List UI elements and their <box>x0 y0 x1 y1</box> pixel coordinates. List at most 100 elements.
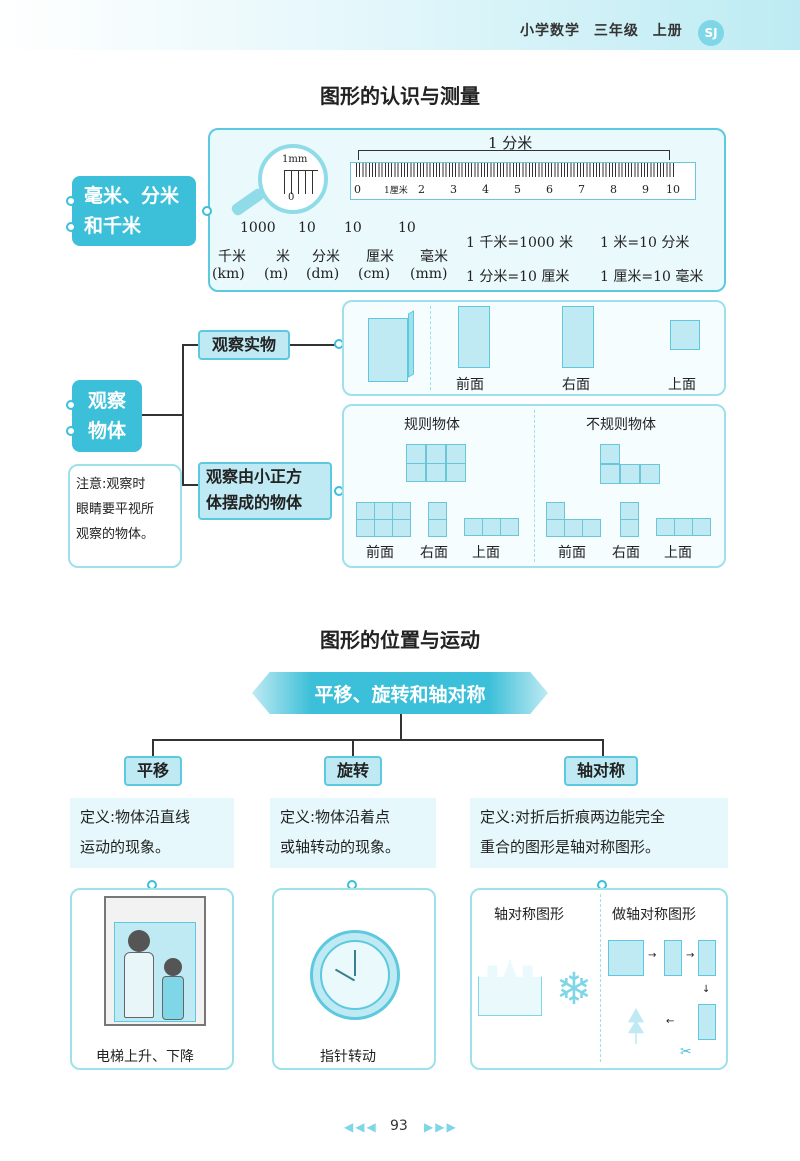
castle-icon <box>478 960 542 1016</box>
ruler-tick-9: 9 <box>642 183 649 196</box>
scissors-icon: ✂ <box>680 1044 692 1060</box>
arrow-left-icon: ← <box>666 1016 675 1027</box>
ruler-tick-8: 8 <box>610 183 617 196</box>
regular-view-front: 前面 <box>366 545 394 561</box>
section-title-measure: 图形的认识与测量 <box>320 84 480 108</box>
arrow-1-icon: → <box>648 950 657 961</box>
clock-hand-minute <box>354 950 356 976</box>
motion-tree-stem <box>400 714 402 740</box>
def-translation-line2: 运动的现象。 <box>80 838 171 856</box>
fridge-3d-side <box>408 310 414 378</box>
motion-tree-mid <box>352 739 354 757</box>
tree-line-main <box>142 414 184 416</box>
tree-line-vertical <box>182 344 184 484</box>
def-symmetry-line2: 重合的图形是轴对称图形。 <box>480 838 661 856</box>
tree-line-top <box>182 344 198 346</box>
irregular-3d <box>600 444 664 486</box>
arrow-down-icon: ↓ <box>702 984 711 995</box>
magnifier-ticks <box>284 170 318 194</box>
measure-node-line2: 和千米 <box>84 215 142 237</box>
paper-square <box>608 940 644 976</box>
irregular-view-top: 上面 <box>664 545 692 561</box>
regular-top <box>464 518 520 536</box>
def-symmetry: 定义:对折后折痕两边能完全 重合的图形是轴对称图形。 <box>470 798 728 868</box>
ruler-tick-10: 10 <box>666 183 680 196</box>
observe-cubes-line2: 体摆成的物体 <box>206 493 303 512</box>
unit-m-cn: 米 <box>276 249 290 265</box>
ruler-caption: 1 分米 <box>488 134 533 152</box>
def-rotation-line1: 定义:物体沿着点 <box>280 808 391 826</box>
ruler-tick-4: 4 <box>482 183 489 196</box>
paper-cut-2 <box>698 1004 716 1040</box>
def-rotation: 定义:物体沿着点 或轴转动的现象。 <box>270 798 436 868</box>
person-child-body <box>162 976 184 1020</box>
unit-km-en: (km) <box>212 266 245 282</box>
fridge-3d <box>368 318 408 382</box>
fridge-right-view <box>562 306 594 368</box>
ruler-tick-5: 5 <box>514 183 521 196</box>
regular-title: 规则物体 <box>404 417 460 433</box>
ruler-tick-7: 7 <box>578 183 585 196</box>
rate-10-b: 10 <box>344 220 362 236</box>
observe-note-line1: 注意:观察时 <box>76 477 146 492</box>
unit-mm-cn: 毫米 <box>420 249 448 265</box>
motion-banner <box>252 672 548 714</box>
regular-front <box>356 502 412 538</box>
real-divider <box>430 306 431 390</box>
unit-km-cn: 千米 <box>218 249 246 265</box>
regular-right <box>428 502 448 538</box>
def-translation-line1: 定义:物体沿直线 <box>80 808 191 826</box>
magnifier-mm-label: 1mm <box>282 154 308 165</box>
ruler-tick-2: 2 <box>418 183 425 196</box>
rotation-caption: 指针转动 <box>320 1049 376 1065</box>
observe-note-line2: 眼睛要平视所 <box>76 502 155 517</box>
motion-tree-bar <box>152 739 604 741</box>
arrow-2-icon: → <box>686 950 695 961</box>
irregular-right <box>620 502 640 538</box>
real-view-right: 右面 <box>562 377 590 393</box>
unit-dm-cn: 分米 <box>312 249 340 265</box>
motion-tree-right <box>602 739 604 757</box>
real-view-top: 上面 <box>668 377 696 393</box>
unit-mm-en: (mm) <box>410 266 448 282</box>
fridge-front-view <box>458 306 490 368</box>
ruler-tick-3: 3 <box>450 183 457 196</box>
measure-node-dot-left1 <box>66 196 76 206</box>
motion-banner-text: 平移、旋转和轴对称 <box>314 684 486 706</box>
ruler-tick-1: 1厘米 <box>384 186 408 196</box>
tag-symmetry: 轴对称 <box>564 756 638 786</box>
ruler-tick-0: 0 <box>354 183 361 196</box>
conversion-km-m: 1 千米=1000 米 <box>466 235 574 251</box>
page-number: 93 <box>390 1118 408 1134</box>
rate-10-c: 10 <box>398 220 416 236</box>
observe-node-line2: 物体 <box>88 420 127 442</box>
measure-node-dot-left2 <box>66 222 76 232</box>
footer-arrows-left: ◀◀◀ <box>344 1120 378 1134</box>
irregular-view-right: 右面 <box>612 545 640 561</box>
ruler-numbers: 0 1厘米 2 3 4 5 6 7 8 9 10 <box>354 183 686 197</box>
measure-node-line1: 毫米、分米 <box>84 185 180 207</box>
symmetry-left-title: 轴对称图形 <box>494 907 564 923</box>
ruler-bracket <box>358 150 670 160</box>
header-band <box>0 0 800 50</box>
observe-note: 注意:观察时 眼睛要平视所 观察的物体。 <box>68 464 182 568</box>
rate-10-a: 10 <box>298 220 316 236</box>
real-view-front: 前面 <box>456 377 484 393</box>
irregular-top <box>656 518 712 536</box>
irregular-view-front: 前面 <box>558 545 586 561</box>
ruler-ticks <box>356 163 676 177</box>
symmetry-divider <box>600 894 601 1062</box>
observe-node-dot2 <box>66 426 76 436</box>
observe-real-tag: 观察实物 <box>198 330 290 360</box>
symmetry-right-title: 做轴对称图形 <box>612 907 696 923</box>
unit-cm-en: (cm) <box>358 266 391 282</box>
person-adult-head <box>128 930 150 952</box>
rate-1000: 1000 <box>240 220 276 236</box>
tag-rotation: 旋转 <box>324 756 382 786</box>
observe-cubes-tag: 观察由小正方 体摆成的物体 <box>198 462 332 520</box>
person-child-head <box>164 958 182 976</box>
magnifier-zero: 0 <box>288 192 295 203</box>
translation-caption: 电梯上升、下降 <box>96 1049 194 1065</box>
person-adult-body <box>124 952 154 1018</box>
conversion-m-dm: 1 米=10 分米 <box>600 235 690 251</box>
